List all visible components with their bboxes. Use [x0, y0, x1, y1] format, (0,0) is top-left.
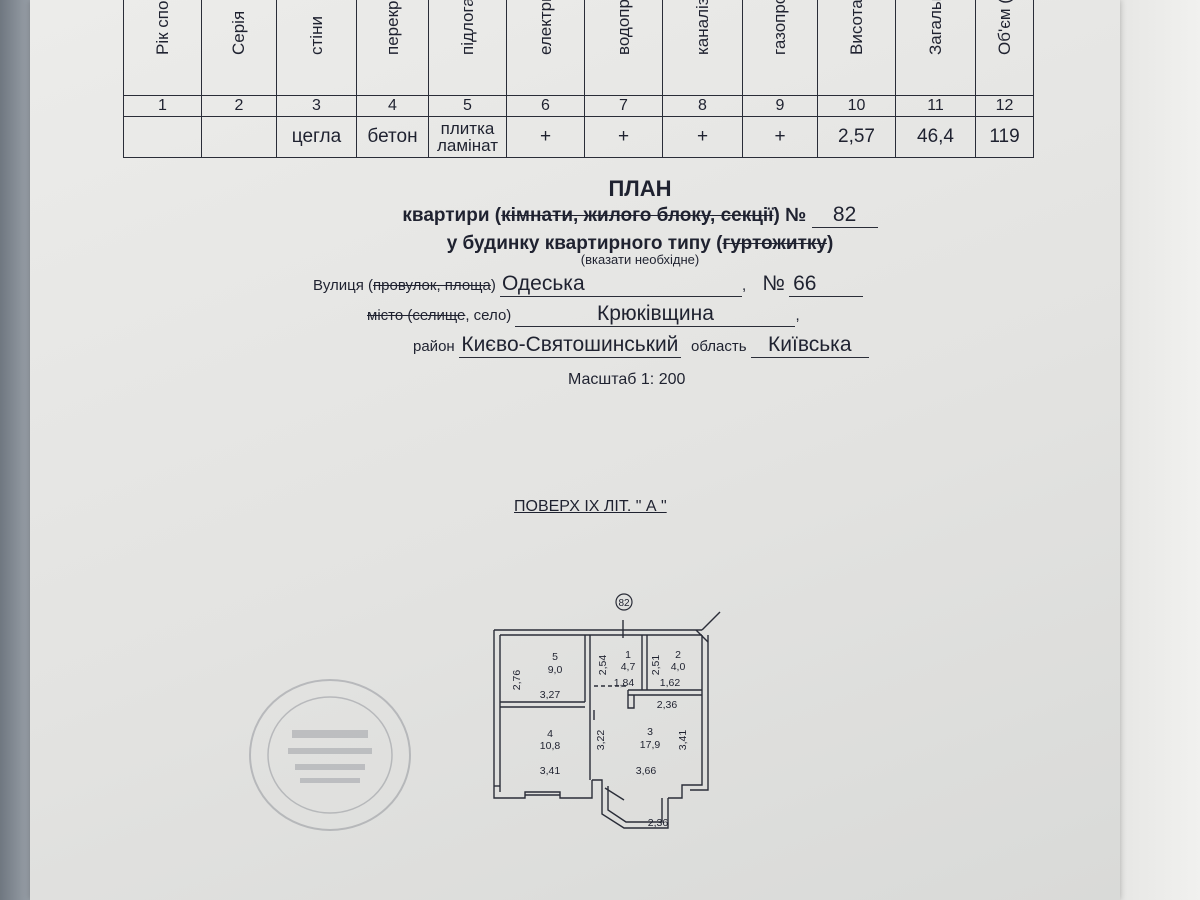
table-cell: [201, 116, 277, 158]
district-value: Києво-Святошинський: [458, 333, 681, 358]
table-cell: плитка ламінат: [428, 116, 507, 158]
street-label-struck: провулок, площа: [373, 277, 491, 294]
table-header: каналізація: [662, 0, 743, 96]
city-value: Крюківщина: [515, 302, 796, 327]
table-cell: 119: [975, 116, 1034, 158]
table-cell: +: [662, 116, 743, 158]
table-cell: +: [742, 116, 818, 158]
column-number: 11: [895, 95, 976, 117]
column-number: 12: [975, 95, 1034, 117]
dimension-label: 3,22: [595, 730, 607, 751]
column-number: 9: [742, 95, 818, 117]
column-number: 2: [201, 95, 277, 117]
dimension-label: 3,41: [677, 730, 689, 751]
house-number: 66: [789, 272, 864, 297]
room-area: 4,7: [621, 661, 636, 673]
table-header: водопровід: [584, 0, 663, 96]
floor-label: ПОВЕРХ IX ЛІТ. " А ": [514, 498, 667, 515]
dimension-label: 2,54: [597, 655, 609, 676]
plan-subtitle: квартири (кімнати, жилого блоку, секції)…: [360, 203, 920, 228]
building-struck: гуртожитку: [722, 233, 827, 254]
building-suffix: ): [826, 233, 834, 254]
column-number: 5: [428, 95, 507, 117]
street-label-prefix: Вулиця (: [313, 277, 374, 294]
table-cell: 2,57: [817, 116, 896, 158]
room-id: 3: [647, 726, 653, 738]
district-label: район: [413, 338, 455, 355]
column-number: 8: [662, 95, 743, 117]
column-number: 6: [506, 95, 585, 117]
table-cell: +: [584, 116, 663, 158]
column-number: 10: [817, 95, 896, 117]
city-label-struck: місто (селище: [367, 307, 466, 324]
dimension-label: 3,41: [540, 765, 561, 777]
city-line: місто (селище, село) Крюківщина,: [367, 302, 800, 327]
scale-label: Масштаб 1: 200: [568, 371, 686, 388]
apartment-marker-label: 82: [618, 598, 630, 609]
hint-text: (вказати необхідне): [580, 252, 700, 267]
house-label: №: [762, 272, 785, 295]
table-header: Висота: [817, 0, 896, 96]
column-number: 4: [356, 95, 429, 117]
street-line: Вулиця (провулок, площа) Одеська, № 66: [313, 272, 864, 297]
characteristics-table: Рік спор… реконс… Серія стіни перекриття…: [123, 0, 1034, 158]
table-header: стіни: [276, 0, 357, 96]
dimension-label: 3,66: [636, 765, 657, 777]
floor-plan: 82 5 9,0 1 4,7 2 4,0 3 17,9 4 10,8 2,76 …: [493, 593, 721, 829]
dimension-label: 1,84: [614, 677, 635, 689]
dimension-label: 2,51: [650, 655, 662, 676]
region-label: область: [691, 338, 747, 355]
faded-stamp: [249, 679, 411, 831]
table-header: Серія: [201, 0, 277, 96]
street-value: Одеська: [500, 272, 743, 297]
table-cell: [123, 116, 202, 158]
room-id: 5: [552, 651, 558, 663]
room-area: 17,9: [640, 739, 661, 751]
table-cell: +: [506, 116, 585, 158]
dimension-label: 1,62: [660, 677, 681, 689]
room-id: 2: [675, 649, 681, 661]
dimension-label: 3,27: [540, 689, 561, 701]
column-number: 7: [584, 95, 663, 117]
building-prefix: у будинку квартирного типу (: [446, 233, 723, 254]
room-area: 10,8: [540, 740, 561, 752]
subtitle-suffix: ) №: [773, 205, 807, 226]
subtitle-struck: кімнати, жилого блоку, секції: [501, 205, 774, 226]
district-line: район Києво-Святошинський область Київсь…: [413, 333, 869, 358]
dimension-label: 2,76: [511, 670, 523, 691]
table-header: Об'єм (…: [975, 0, 1034, 96]
document-sheet: Рік спор… реконс… Серія стіни перекриття…: [30, 0, 1120, 900]
table-cell: 46,4: [895, 116, 976, 158]
column-number: 1: [123, 95, 202, 117]
table-header: газопровід: [742, 0, 818, 96]
room-id: 1: [625, 649, 631, 661]
column-number: 3: [276, 95, 357, 117]
table-header: перекриття: [356, 0, 429, 96]
apartment-number: 82: [811, 203, 878, 228]
table-cell: цегла: [276, 116, 357, 158]
region-value: Київська: [750, 333, 869, 358]
plan-title: ПЛАН: [608, 176, 672, 201]
room-area: 9,0: [548, 664, 563, 676]
dimension-label: 2,36: [657, 699, 678, 711]
city-label-rest: , село): [465, 307, 512, 324]
table-header: електрика: [506, 0, 585, 96]
table-header: Загальна п…: [895, 0, 976, 96]
room-id: 4: [547, 728, 553, 740]
table-cell: бетон: [356, 116, 429, 158]
dimension-label: 2,36: [648, 817, 669, 829]
table-header: Рік спор… реконс…: [123, 0, 202, 96]
apartment-marker: [615, 593, 633, 611]
table-header: підлога: [428, 0, 507, 96]
room-area: 4,0: [671, 661, 686, 673]
building-type: у будинку квартирного типу (гуртожитку): [360, 233, 920, 255]
subtitle-prefix: квартири (: [402, 205, 502, 226]
street-label-suffix: ): [490, 277, 496, 294]
